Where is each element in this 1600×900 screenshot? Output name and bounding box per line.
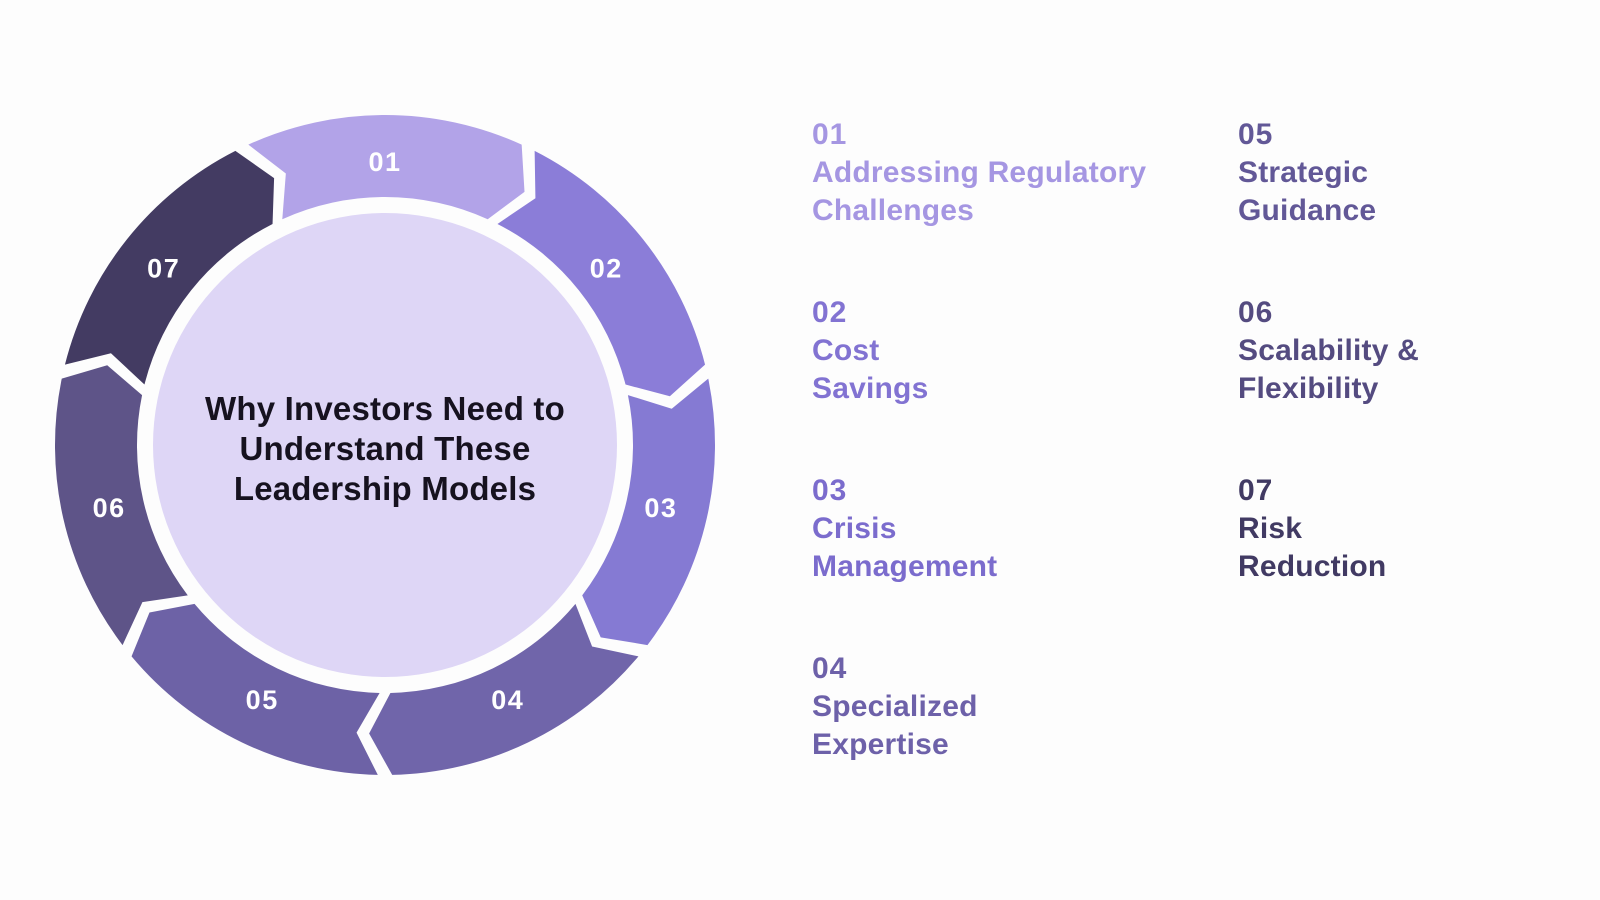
ring-segment-number-01: 01 <box>368 147 401 177</box>
legend-item-label: Cost Savings <box>812 334 929 405</box>
ring-segment-07 <box>64 150 275 385</box>
legend-item-number: 03 <box>812 474 848 507</box>
legend-item-number: 02 <box>812 296 848 329</box>
legend-item-number: 07 <box>1238 474 1274 507</box>
ring-segment-03 <box>582 378 715 646</box>
ring-segment-06 <box>55 365 188 646</box>
ring-segment-number-02: 02 <box>590 254 623 284</box>
diagram-title: Why Investors Need to Understand These L… <box>205 390 565 507</box>
ring-segment-number-04: 04 <box>491 685 524 715</box>
legend-item-number: 05 <box>1238 118 1274 151</box>
center-circle <box>153 213 617 677</box>
legend-item-label: Strategic Guidance <box>1238 156 1377 227</box>
legend-item-label: Scalability & Flexibility <box>1238 334 1420 405</box>
ring-segment-05 <box>131 603 380 775</box>
legend-item-label: Specialized Expertise <box>812 690 978 761</box>
legend-item-number: 06 <box>1238 296 1274 329</box>
legend-item-number: 01 <box>812 118 848 151</box>
ring-segment-number-06: 06 <box>93 493 126 523</box>
legend-item-label: Risk Reduction <box>1238 512 1387 583</box>
legend-item-label: Addressing Regulatory Challenges <box>812 156 1147 227</box>
ring-segment-01 <box>248 115 525 220</box>
cycle-ring-svg: 01 02 03 04 05 06 07 <box>55 115 715 775</box>
ring-segment-number-03: 03 <box>644 493 677 523</box>
ring-segment-04 <box>369 603 639 775</box>
ring-segment-02 <box>497 150 706 397</box>
ring-segment-number-05: 05 <box>246 685 279 715</box>
legend-item-number: 04 <box>812 652 848 685</box>
legend-item-label: Crisis Management <box>812 512 998 583</box>
ring-segment-number-07: 07 <box>147 254 180 284</box>
